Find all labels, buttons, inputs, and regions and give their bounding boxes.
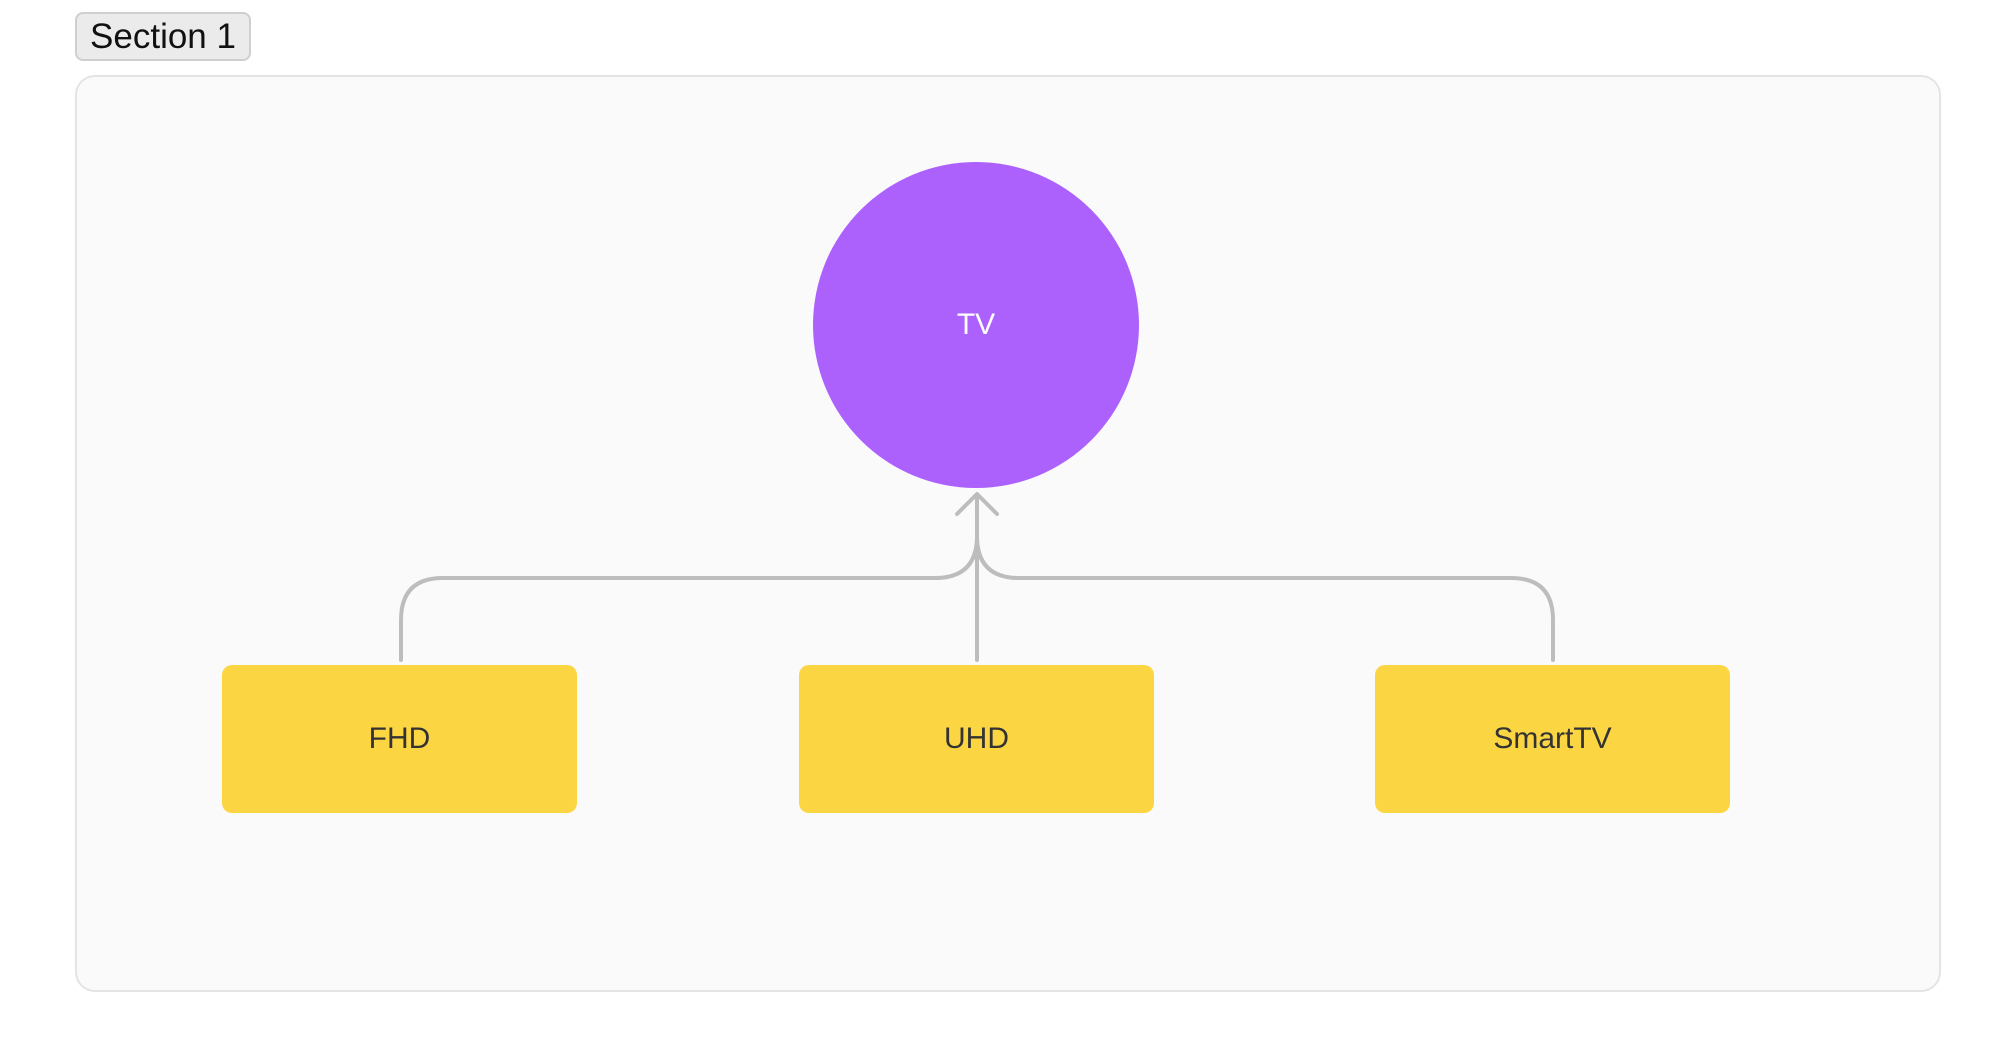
node-fhd-label: FHD (368, 722, 431, 755)
node-uhd-label: UHD (944, 722, 1009, 755)
connector-fhd-to-tv (399, 494, 979, 662)
arrowhead-icon (955, 492, 999, 516)
section-label[interactable]: Section 1 (75, 12, 251, 61)
section-label-text: Section 1 (90, 16, 236, 56)
node-tv[interactable]: TV (813, 162, 1139, 488)
node-tv-label: TV (956, 308, 996, 341)
connector-smarttv-to-tv (975, 494, 1555, 662)
node-fhd[interactable]: FHD (222, 665, 577, 813)
node-smarttv[interactable]: SmartTV (1375, 665, 1730, 813)
node-uhd[interactable]: UHD (799, 665, 1154, 813)
node-smarttv-label: SmartTV (1493, 722, 1612, 755)
